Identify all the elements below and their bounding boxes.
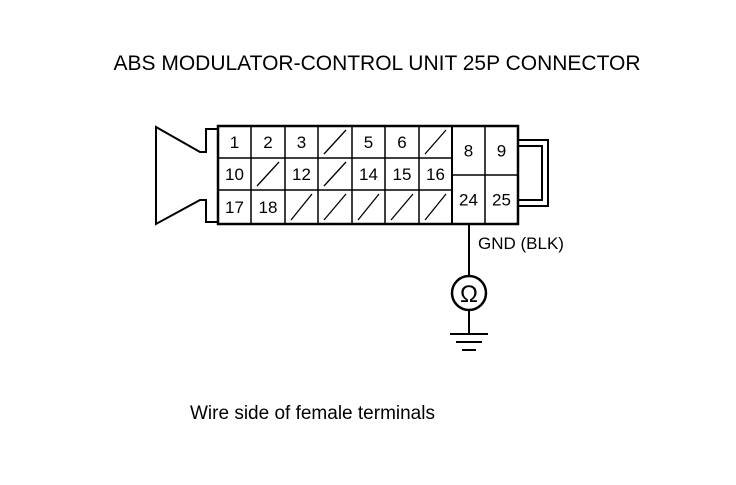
- pin-label-3: 3: [297, 133, 306, 152]
- ohmmeter-icon: Ω: [450, 274, 488, 334]
- connector-housing: [216, 124, 520, 226]
- pin-label-8: 8: [464, 142, 473, 161]
- diagram-caption: Wire side of female terminals: [190, 403, 435, 424]
- pin-label-16: 16: [426, 165, 445, 184]
- pin-label-24: 24: [459, 191, 478, 210]
- pin-label-15: 15: [393, 165, 412, 184]
- ground-wire: GND (BLK): [468, 224, 564, 276]
- pin-label-5: 5: [364, 133, 373, 152]
- pin-label-18: 18: [259, 198, 278, 217]
- pin-label-25: 25: [492, 191, 511, 210]
- empty-cavity-slash: [323, 193, 347, 221]
- pin-label-1: 1: [230, 133, 239, 152]
- empty-cavity-slash: [390, 193, 414, 221]
- pin-label-17: 17: [225, 198, 244, 217]
- empty-cavity-slash: [256, 161, 280, 187]
- ground-wire-label: GND (BLK): [478, 234, 564, 253]
- connector-lock-tab: [518, 139, 549, 207]
- ground-icon: [450, 333, 488, 351]
- pin-label-9: 9: [497, 142, 506, 161]
- empty-cavity-slash: [323, 161, 347, 187]
- empty-cavity-slash: [424, 129, 447, 155]
- connector-plug: [155, 125, 218, 226]
- pin-label-12: 12: [292, 165, 311, 184]
- pin-label-10: 10: [225, 165, 244, 184]
- empty-cavity-slash: [290, 193, 313, 221]
- diagram-title: ABS MODULATOR-CONTROL UNIT 25P CONNECTOR: [113, 52, 640, 75]
- empty-cavity-slash: [357, 193, 380, 221]
- empty-cavity-slash: [424, 193, 447, 221]
- ohm-symbol: Ω: [460, 281, 478, 308]
- pin-label-14: 14: [359, 165, 378, 184]
- pin-label-2: 2: [263, 133, 272, 152]
- empty-cavity-slash: [323, 129, 347, 155]
- pin-label-6: 6: [397, 133, 406, 152]
